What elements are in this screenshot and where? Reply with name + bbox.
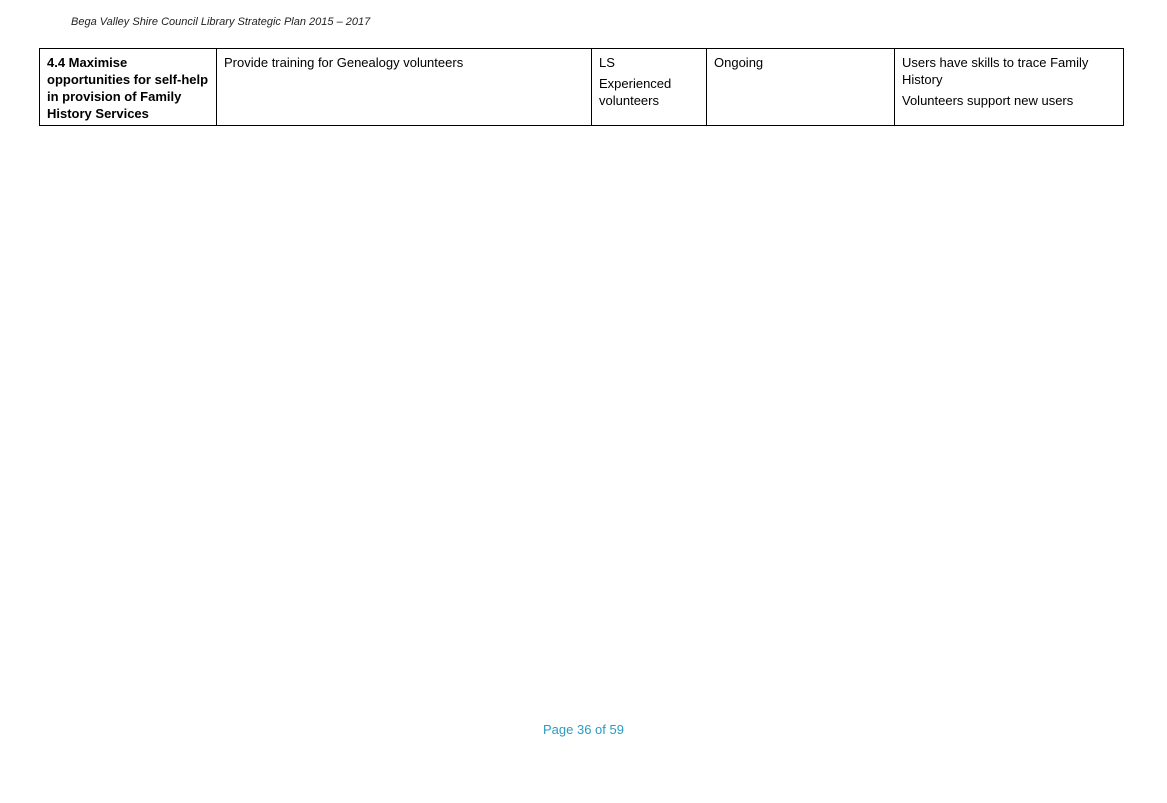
timeframe-cell: Ongoing — [706, 48, 895, 126]
resource-item: LS — [599, 55, 615, 70]
action-cell: Provide training for Genealogy volunteer… — [216, 48, 592, 126]
outcome-item: Users have skills to trace Family Histor… — [902, 55, 1089, 87]
action-text: Provide training for Genealogy volunteer… — [224, 55, 464, 70]
table-row: 4.4 Maximise opportunities for self-help… — [39, 48, 1124, 126]
timeframe-text: Ongoing — [714, 55, 764, 70]
outcome-item: Volunteers support new users — [902, 93, 1074, 108]
objective-text: 4.4 Maximise opportunities for self-help… — [47, 55, 209, 121]
resource-item: Experienced volunteers — [599, 76, 672, 108]
running-header: Bega Valley Shire Council Library Strate… — [71, 16, 371, 28]
objective-cell: 4.4 Maximise opportunities for self-help… — [39, 48, 217, 126]
resources-cell: LS Experienced volunteers — [591, 48, 707, 126]
outcomes-cell: Users have skills to trace Family Histor… — [894, 48, 1124, 126]
strategic-plan-table: 4.4 Maximise opportunities for self-help… — [39, 48, 1124, 126]
page-number: Page 36 of 59 — [543, 722, 624, 737]
